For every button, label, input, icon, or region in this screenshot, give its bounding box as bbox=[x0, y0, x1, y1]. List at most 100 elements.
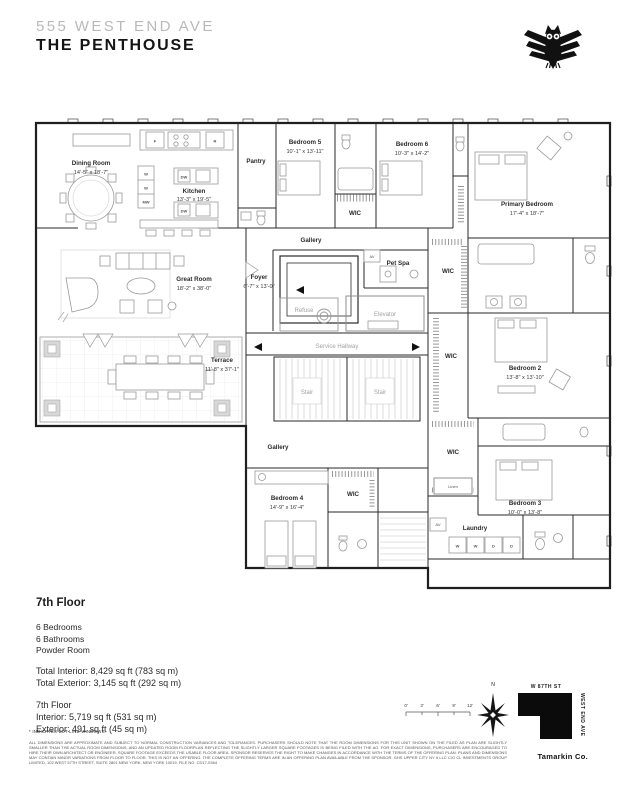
bed5-icon bbox=[277, 160, 321, 196]
great-room-furniture bbox=[57, 249, 185, 323]
label-bedroom4: Bedroom 4 bbox=[271, 495, 304, 502]
svg-text:D: D bbox=[492, 544, 495, 549]
owl-crest-icon bbox=[524, 25, 582, 69]
svg-text:W: W bbox=[144, 172, 148, 177]
powder-room-fixtures bbox=[240, 210, 266, 226]
terrace-doors bbox=[82, 333, 209, 348]
bed3-icon bbox=[495, 459, 553, 501]
label-wic-bed4: WIC bbox=[347, 491, 360, 498]
label-wic-bed3: WIC bbox=[447, 449, 460, 456]
svg-text:D: D bbox=[510, 544, 513, 549]
svg-text:14'-5" x 18'-7": 14'-5" x 18'-7" bbox=[74, 170, 108, 176]
kitchen-appliance-labels: F R W W MW DW DW bbox=[142, 139, 216, 214]
scale-bar: 0' 3' 6' 9' 12' bbox=[404, 703, 473, 716]
label-dining: Dining Room bbox=[72, 160, 111, 167]
compass-north-label: N bbox=[491, 682, 495, 688]
kitchen-fixtures bbox=[137, 129, 234, 237]
bed2-icon bbox=[494, 317, 571, 394]
foyer-door bbox=[245, 261, 259, 279]
program-powder: Powder Room bbox=[36, 645, 90, 655]
svg-text:18'-2" x 38'-0": 18'-2" x 38'-0" bbox=[177, 286, 211, 292]
wic-bed3 bbox=[432, 421, 474, 495]
page-title: THE PENTHOUSE bbox=[36, 37, 196, 54]
bath-5-6-fixtures bbox=[337, 134, 374, 202]
primary-bed-icon bbox=[474, 131, 573, 201]
svg-text:10'-1" x 13'-11": 10'-1" x 13'-11" bbox=[286, 149, 323, 155]
label-av-laundry: AV bbox=[435, 522, 440, 527]
floor-plan: F R W W MW DW DW bbox=[34, 118, 612, 590]
primary-bath-fixtures bbox=[477, 243, 596, 309]
legal-disclaimer: ALL DIMENSIONS ARE APPROXIMATE AND SUBJE… bbox=[29, 740, 507, 765]
svg-text:DW: DW bbox=[181, 175, 188, 180]
label-linen: Linen bbox=[448, 484, 458, 489]
svg-text:14'-9" x 16'-4": 14'-9" x 16'-4" bbox=[270, 505, 304, 511]
label-gallery-bottom: Gallery bbox=[268, 444, 290, 451]
label-wic-primary-1: WIC bbox=[442, 268, 455, 275]
label-laundry: Laundry bbox=[463, 525, 488, 532]
total-exterior: Total Exterior: 3,145 sq ft (292 sq m) bbox=[36, 678, 182, 688]
pet-spa-fixtures bbox=[363, 249, 419, 283]
bed4-icons bbox=[254, 470, 329, 569]
svg-text:0': 0' bbox=[404, 703, 407, 708]
central-vestibule bbox=[279, 255, 359, 324]
label-great-room: Great Room bbox=[176, 276, 212, 283]
total-interior: Total Interior: 8,429 sq ft (783 sq m) bbox=[36, 665, 179, 676]
label-terrace: Terrace bbox=[211, 357, 233, 364]
elevator-cab bbox=[345, 295, 425, 332]
small-stair-treads bbox=[380, 517, 426, 561]
label-foyer: Foyer bbox=[251, 274, 268, 281]
room-labels: Dining Room 14'-5" x 18'-7" Kitchen 13'-… bbox=[72, 139, 554, 532]
program-bedrooms: 6 Bedrooms bbox=[36, 622, 82, 632]
bath-bed4-fixtures bbox=[338, 535, 367, 552]
svg-text:F: F bbox=[154, 139, 157, 144]
hallway-arrows bbox=[254, 343, 420, 351]
wic-bed4 bbox=[332, 471, 375, 508]
lot-line-footnote: * INDICATES LOT LINE WINDOWS. bbox=[29, 729, 107, 734]
brand-logo: Tamarkin Co. bbox=[537, 752, 588, 761]
label-av-top: AV bbox=[369, 254, 374, 259]
svg-text:3': 3' bbox=[420, 703, 423, 708]
svg-text:10'-3" x 14'-2": 10'-3" x 14'-2" bbox=[395, 151, 429, 157]
label-primary: Primary Bedroom bbox=[501, 201, 553, 208]
bath-strip-fixtures bbox=[455, 136, 465, 224]
primary-wic-1 bbox=[432, 239, 467, 308]
interior-walls bbox=[36, 123, 610, 568]
svg-text:11'-8" x 37'-1": 11'-8" x 37'-1" bbox=[205, 367, 239, 373]
floor-heading: 7th Floor bbox=[36, 597, 86, 609]
svg-text:R: R bbox=[214, 139, 217, 144]
building-address: 555 WEST END AVE bbox=[36, 18, 215, 35]
program-bathrooms: 6 Bathrooms bbox=[36, 633, 85, 644]
bath-bed3-fixtures bbox=[502, 423, 589, 441]
svg-text:DW: DW bbox=[181, 209, 188, 214]
label-refuse: Refuse bbox=[294, 308, 314, 314]
bed6-icon bbox=[379, 160, 423, 196]
label-service-hallway: Service Hallway bbox=[316, 344, 359, 350]
floor-sub-heading: 7th Floor bbox=[36, 699, 72, 710]
floor-interior: Interior: 5,719 sq ft (531 sq m) bbox=[36, 711, 157, 722]
svg-text:6'-7" x 13'-0": 6'-7" x 13'-0" bbox=[243, 284, 274, 290]
svg-text:17'-4" x 18'-7": 17'-4" x 18'-7" bbox=[510, 211, 544, 217]
svg-text:6': 6' bbox=[436, 703, 439, 708]
key-map: W 87TH ST WEST END AVE bbox=[518, 684, 585, 739]
laundry-fixtures bbox=[429, 517, 563, 554]
floor-details: 7th Floor 6 Bedrooms 6 Bathrooms Powder … bbox=[36, 597, 181, 735]
svg-text:W: W bbox=[474, 544, 478, 549]
label-kitchen: Kitchen bbox=[183, 188, 206, 195]
compass-rose: N bbox=[477, 682, 509, 737]
label-pet-spa: Pet Spa bbox=[387, 260, 410, 267]
refuse-room bbox=[279, 297, 339, 332]
svg-text:9': 9' bbox=[452, 703, 455, 708]
terrace-area bbox=[39, 333, 243, 423]
label-bedroom2: Bedroom 2 bbox=[509, 365, 542, 372]
label-bedroom6: Bedroom 6 bbox=[396, 141, 429, 148]
stairs-icon bbox=[273, 356, 421, 422]
svg-text:10'-0" x 13'-8": 10'-0" x 13'-8" bbox=[508, 510, 542, 516]
label-pantry: Pantry bbox=[246, 158, 266, 165]
svg-text:13'-8" x 13'-10": 13'-8" x 13'-10" bbox=[506, 375, 544, 381]
svg-text:13'-3" x 19'-5": 13'-3" x 19'-5" bbox=[177, 197, 211, 203]
dining-table bbox=[59, 133, 131, 230]
floor-exterior: Exterior: 491 sq ft (45 sq m) bbox=[36, 723, 148, 734]
label-wic-top: WIC bbox=[349, 210, 362, 217]
terrace-table bbox=[107, 355, 215, 400]
